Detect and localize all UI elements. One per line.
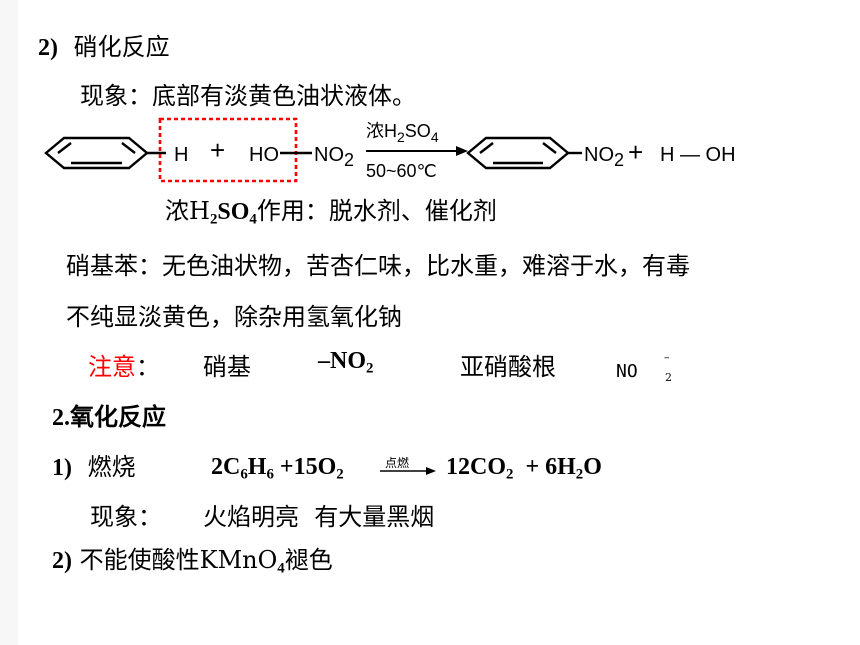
eq-o2-sub: 2 <box>336 466 344 483</box>
combustion-label: 燃烧 <box>87 453 136 481</box>
acid-role-suffix: 作用：脱水剂、催化剂 <box>256 197 497 225</box>
ignition-condition: 点燃 <box>385 456 410 470</box>
no2-right: NO2 <box>584 144 624 170</box>
no2-left: NO2 <box>314 144 354 170</box>
kmno4-suffix: 褪色 <box>284 546 333 574</box>
eq-h2o-sub: 2 <box>575 466 584 483</box>
nitration-phenomenon: 现象：底部有淡黄色油状液体。 <box>80 82 416 110</box>
highlight-dashed-box <box>158 117 298 183</box>
acid-role-line: 浓H2SO4作用：脱水剂、催化剂 <box>165 196 497 227</box>
combustion-number: 1) <box>52 455 72 481</box>
nitrite-subscript: 2 <box>665 371 672 384</box>
acid-role-so: SO <box>217 199 250 225</box>
reaction-arrowhead <box>456 146 468 156</box>
condition-temperature: 50~60℃ <box>366 161 437 181</box>
eq-c: 2C <box>211 454 241 480</box>
eq-h2o-h: + 6H <box>513 454 576 480</box>
eq-h2o-o: O <box>583 454 602 480</box>
combustion-equation-left: 2C6H6 +15O2 <box>211 452 344 482</box>
kmno4-line: 2) 不能使酸性KMnO4褪色 <box>52 545 333 576</box>
kmno4-number: 2) <box>52 548 72 574</box>
section-heading-oxidation: 2.氧化反应 <box>52 402 166 433</box>
section-heading-nitration: 2) 硝化反应 <box>38 32 170 63</box>
eq-o2: +15O <box>273 454 337 480</box>
nitration-equation-diagram: H + HO NO2 浓H2SO4 50~60℃ NO2 + H — OH <box>44 117 736 183</box>
eq-h-sub: 6 <box>266 466 274 483</box>
kmno4-sub: 4 <box>277 560 285 577</box>
note-line: 注意： <box>88 352 160 382</box>
eq-c-sub: 6 <box>240 466 248 483</box>
nitration-equation: H + HO NO2 浓H2SO4 50~60℃ NO2 + H — OH <box>44 113 740 187</box>
kmno4-text: 不能使酸性KMnO <box>79 546 278 574</box>
nitro-formula-sub: 2 <box>366 360 374 377</box>
heading-text: 硝化反应 <box>73 33 170 61</box>
nitrite-formula: NO <box>616 361 638 382</box>
nitro-formula-text: –NO <box>318 348 366 374</box>
nitrobenzene-properties-line2: 不纯显淡黄色，除杂用氢氧化钠 <box>66 303 402 331</box>
ho-group: HO <box>249 144 279 166</box>
acid-role-prefix: 浓H <box>165 197 210 225</box>
eq-co2: 12CO <box>446 454 506 480</box>
heading-number: 2) <box>38 35 58 61</box>
combustion-arrow <box>380 467 436 475</box>
acid-sub-2: 2 <box>209 211 218 228</box>
combustion-line: 1) 燃烧 <box>52 452 136 483</box>
condition-acid: 浓H2SO4 <box>366 121 439 145</box>
eq-h: H <box>247 454 267 480</box>
nitrite-name: 亚硝酸根 <box>460 353 556 381</box>
note-colon: ： <box>136 353 160 381</box>
plus-sign-left: + <box>210 135 225 165</box>
nitro-group-name: 硝基 <box>203 353 251 381</box>
benzene-ring-left <box>44 136 166 170</box>
h-atom: H <box>174 144 188 166</box>
acid-sub-4: 4 <box>249 211 257 228</box>
note-label: 注意 <box>88 353 136 381</box>
combustion-phenomenon-text: 火焰明亮 有大量黑烟 <box>203 503 435 531</box>
nitrite-charge: – <box>664 351 670 364</box>
combustion-phenomenon-label: 现象： <box>90 503 162 531</box>
nitro-group-formula: –NO2 <box>318 346 373 376</box>
benzene-ring-right <box>466 136 582 170</box>
oxidation-heading-text: 2.氧化反应 <box>52 405 166 431</box>
combustion-equation-right: 12CO2 + 6H2O <box>446 452 602 482</box>
plus-sign-right: + <box>628 137 643 167</box>
nitrobenzene-properties-line1: 硝基苯：无色油状物，苦杏仁味，比水重，难溶于水，有毒 <box>66 252 690 280</box>
water-molecule: H — OH <box>660 144 736 166</box>
eq-co2-sub: 2 <box>506 466 514 483</box>
slide-margin-bar <box>0 0 18 645</box>
